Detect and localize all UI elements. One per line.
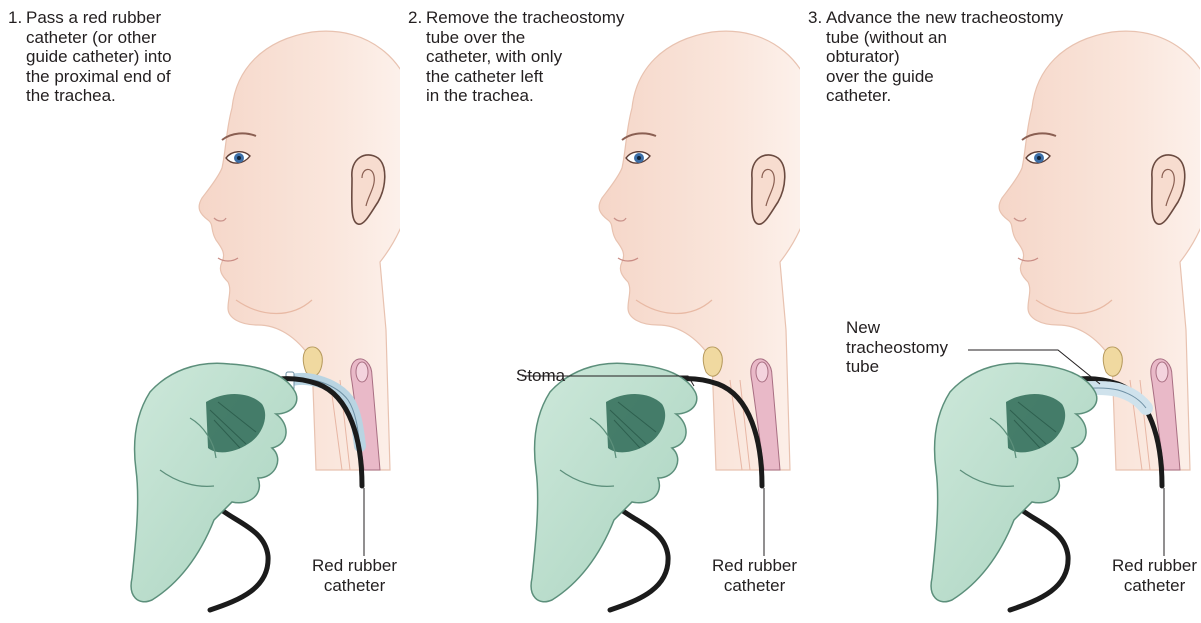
instruction-line: obturator) bbox=[826, 47, 1063, 67]
panel-step-3: 3. Advance the new tracheostomy tube (wi… bbox=[800, 0, 1200, 623]
step-number: 1. bbox=[8, 8, 22, 28]
instruction-line: Advance the new tracheostomy bbox=[826, 8, 1063, 28]
instruction-line: tube (without an bbox=[826, 28, 1063, 48]
instruction-line: the catheter left bbox=[426, 67, 624, 87]
instruction-line: the proximal end of bbox=[26, 67, 172, 87]
callout-red-rubber-catheter: Red rubber catheter bbox=[712, 556, 797, 595]
new-tracheostomy-tube-label: New tracheostomy tube bbox=[846, 318, 948, 377]
gloved-hand bbox=[931, 363, 1097, 602]
instruction-line: the trachea. bbox=[26, 86, 172, 106]
callout-red-rubber-catheter: Red rubber catheter bbox=[1112, 556, 1197, 595]
callout-red-rubber-catheter: Red rubber catheter bbox=[312, 556, 397, 595]
instruction-line: Remove the tracheostomy bbox=[426, 8, 624, 28]
instruction-line: guide catheter) into bbox=[26, 47, 172, 67]
stoma-label: Stoma bbox=[516, 366, 565, 386]
panel-step-1: 1. Pass a red rubber catheter (or other … bbox=[0, 0, 400, 623]
panel-step-2: 2. Remove the tracheostomy tube over the… bbox=[400, 0, 800, 623]
step-number: 3. bbox=[808, 8, 822, 28]
step-2-instruction: 2. Remove the tracheostomy tube over the… bbox=[408, 8, 624, 106]
instruction-line: catheter. bbox=[826, 86, 1063, 106]
instruction-line: catheter (or other bbox=[26, 28, 172, 48]
instruction-line: in the trachea. bbox=[426, 86, 624, 106]
gloved-hand bbox=[131, 363, 297, 602]
instruction-line: over the guide bbox=[826, 67, 1063, 87]
gloved-hand bbox=[531, 363, 697, 602]
instruction-line: Pass a red rubber bbox=[26, 8, 172, 28]
step-number: 2. bbox=[408, 8, 422, 28]
step-1-instruction: 1. Pass a red rubber catheter (or other … bbox=[8, 8, 172, 106]
instruction-line: tube over the bbox=[426, 28, 624, 48]
instruction-line: catheter, with only bbox=[426, 47, 624, 67]
step-3-instruction: 3. Advance the new tracheostomy tube (wi… bbox=[808, 8, 1063, 106]
